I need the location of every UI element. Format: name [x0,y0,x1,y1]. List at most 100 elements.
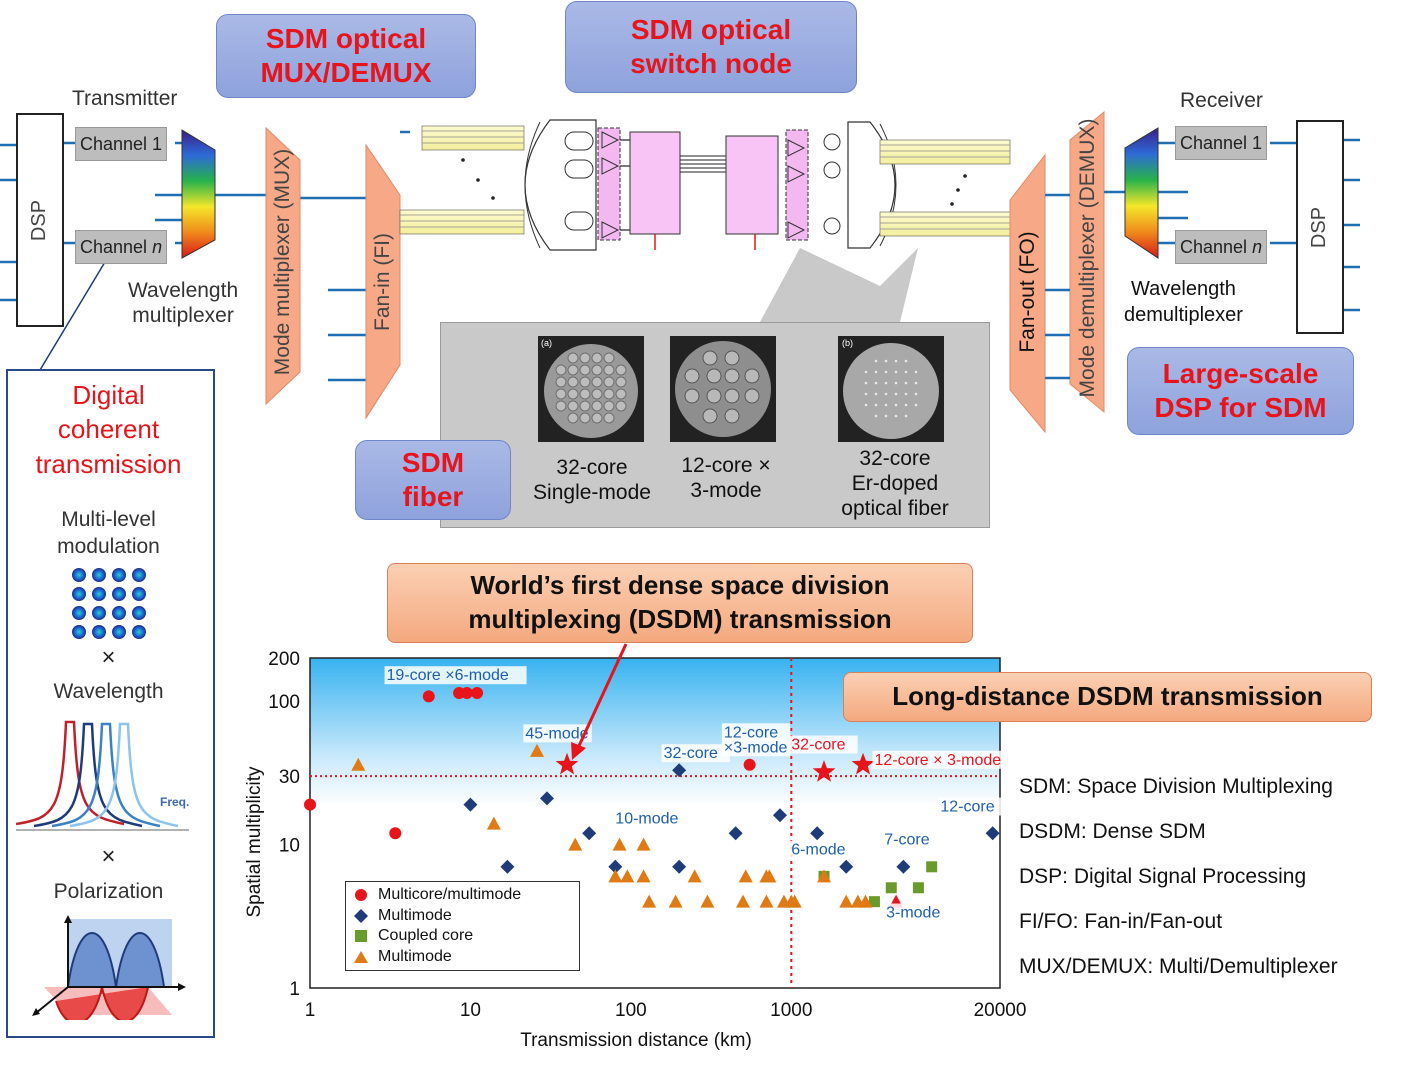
annotation-bg [613,809,682,828]
annotation-label: 32-core [664,745,718,762]
rx-dsp-label: DSP [1308,206,1331,248]
data-point-triangle [568,837,583,851]
times-symbol-1: × [101,644,116,671]
mode-mux-label: Mode multiplexer (MUX) [271,148,294,376]
data-marks [304,687,1000,908]
annotation-label: 12-core [724,724,778,741]
legend-item-multicore: Multicore/multimode [354,885,571,906]
data-point-diamond [539,791,554,806]
fan-in-label: Fan-in (FI) [371,232,394,332]
switch-node [524,119,897,251]
rx-wavelength-demux-prism [1124,127,1159,259]
data-point-square [926,861,938,873]
data-point-triangle [762,869,777,883]
legend-square-icon [355,930,367,943]
output-fiber-bundle [879,139,1011,237]
annotation-label: 19-core ×6-mode [387,667,509,684]
data-point-square [912,882,924,894]
data-point-diamond [772,808,787,823]
sdm-switch-node-box: SDM optical switch node [565,1,857,93]
data-point-diamond [839,859,854,874]
data-point-circle [422,690,435,703]
data-point-triangle [817,869,832,883]
annotation-label: 12-core [940,799,994,816]
data-point-triangle [642,894,657,908]
annotation-bg [661,744,730,763]
data-point-triangle [787,894,802,908]
x-tick-label: 100 [615,1000,647,1021]
annotation-bg [882,830,942,849]
annotation-bg [884,903,944,922]
data-point-circle [460,687,473,700]
data-point-diamond [608,859,623,874]
annotation-label: 32-core [791,737,845,754]
tx-channel-1: Channel 1 [75,127,168,161]
annotation-bg [721,738,791,757]
y-tick-label: 30 [279,767,300,788]
fiber-crosssection-erdoped [843,343,939,439]
dsdm-arrowhead [571,742,586,760]
fan-out-label: Fan-out (FO) [1016,231,1039,353]
mode-demux-shape [1069,110,1105,414]
data-point-triangle [759,894,774,908]
data-point-triangle [735,894,750,908]
data-point-square [885,882,897,894]
data-point-diamond [810,826,825,841]
annotation-bg [789,735,858,754]
rx-dsp-box: DSP [1296,120,1344,334]
polarization-label: Polarization [53,880,164,903]
fiber-photo-erdoped: (b) [838,336,944,442]
wavelength-spectrum-icon: Freq. [15,720,189,831]
annotation-label: 45-mode [525,725,588,742]
glossary-item-fifo: FI/FO: Fan-in/Fan-out [1019,910,1223,933]
data-point-triangle [738,869,753,883]
fiber-callout-pointer [760,248,918,322]
x-tick-label: 10 [460,1000,481,1021]
annotation-bg [872,750,1024,769]
data-point-circle [471,687,484,700]
mode-demux-label: Mode demultiplexer (DEMUX) [1076,118,1099,398]
x-tick-label: 1000 [770,1000,812,1021]
data-point-star [555,752,579,775]
times-symbol-2: × [101,843,116,870]
polarization-icon [32,915,186,1020]
data-point-triangle [668,894,683,908]
data-point-triangle [636,837,651,851]
reference-lines [310,658,1000,988]
sdm-fiber-box: SDM fiber [355,440,511,520]
legend-diamond-icon [354,908,368,923]
data-point-star [812,760,836,782]
annotation-bg [789,840,849,859]
legend-item-multimode-triangle: Multimode [354,947,571,968]
receiver-title: Receiver [1180,89,1263,112]
data-point-diamond [672,763,687,778]
legend-item-coupled-core: Coupled core [354,926,571,947]
data-point-circle [743,758,756,771]
multilevel-label: Multi-level modulation [57,508,160,559]
annotation-bg [384,666,527,685]
rx-channel-1: Channel 1 [1175,126,1268,160]
legend-item-multimode-diamond: Multimode [354,906,571,927]
tx-dsp-label: DSP [28,199,51,241]
data-point-triangle [620,869,635,883]
mode-mux-shape [265,126,301,406]
rx-wavelength-demux-label: Wavelength demultiplexer [1124,278,1243,326]
fan-out-shape [1009,153,1046,434]
data-point-diamond [463,797,478,812]
dsdm-title-box: World’s first dense space division multi… [387,563,973,643]
data-point-triangle [636,869,651,883]
y-tick-label: 1 [289,979,300,1000]
glossary-item-muxdemux: MUX/DEMUX: Multi/Demultiplexer [1019,955,1338,978]
data-point-triangle [687,869,702,883]
long-distance-title-box: Long-distance DSDM transmission [843,672,1372,722]
y-tick-label: 200 [268,649,300,670]
transmitter-title: Transmitter [72,87,178,110]
wavelength-label: Wavelength [53,680,164,703]
data-point-triangle [529,743,544,757]
fiber-crosssection-12core [675,341,771,437]
tx-dsp-box: DSP [16,113,64,327]
data-point-diamond [500,859,515,874]
data-point-triangle [486,816,501,830]
glossary-item-sdm: SDM: Space Division Multiplexing [1019,775,1333,798]
